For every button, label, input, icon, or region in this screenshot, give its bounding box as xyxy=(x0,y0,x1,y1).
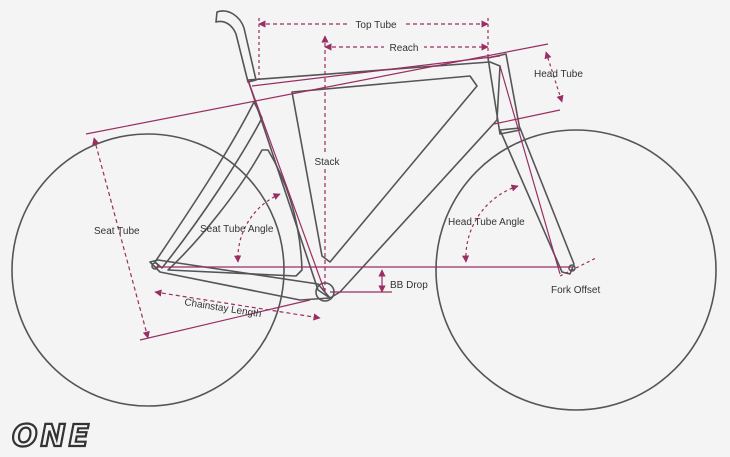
bike-frame xyxy=(149,10,576,302)
fork-offset-dimension xyxy=(559,257,597,277)
head-tube-angle-label: Head Tube Angle xyxy=(448,217,525,228)
head-tube-label: Head Tube xyxy=(534,69,583,80)
seat-tube-reference-line xyxy=(85,43,549,135)
head-tube-dimension xyxy=(544,51,564,103)
front-wheel xyxy=(435,129,717,411)
top-tube-label: Top Tube xyxy=(355,20,397,31)
stack-label: Stack xyxy=(314,157,340,168)
brand-logo: ONE xyxy=(12,419,92,454)
fork-offset-label: Fork Offset xyxy=(551,285,600,296)
seat-tube-label: Seat Tube xyxy=(94,226,140,237)
chainstay-length-label: Chainstay Length xyxy=(184,297,263,320)
reach-label: Reach xyxy=(390,43,419,54)
seat-tube-dimension xyxy=(92,137,150,339)
head-tube-angle-arc xyxy=(462,184,519,263)
seat-tube-angle-arc xyxy=(234,193,281,263)
bb-drop-label: BB Drop xyxy=(390,280,428,291)
seat-tube-angle-label: Seat Tube Angle xyxy=(200,224,274,235)
rear-wheel xyxy=(11,133,285,407)
